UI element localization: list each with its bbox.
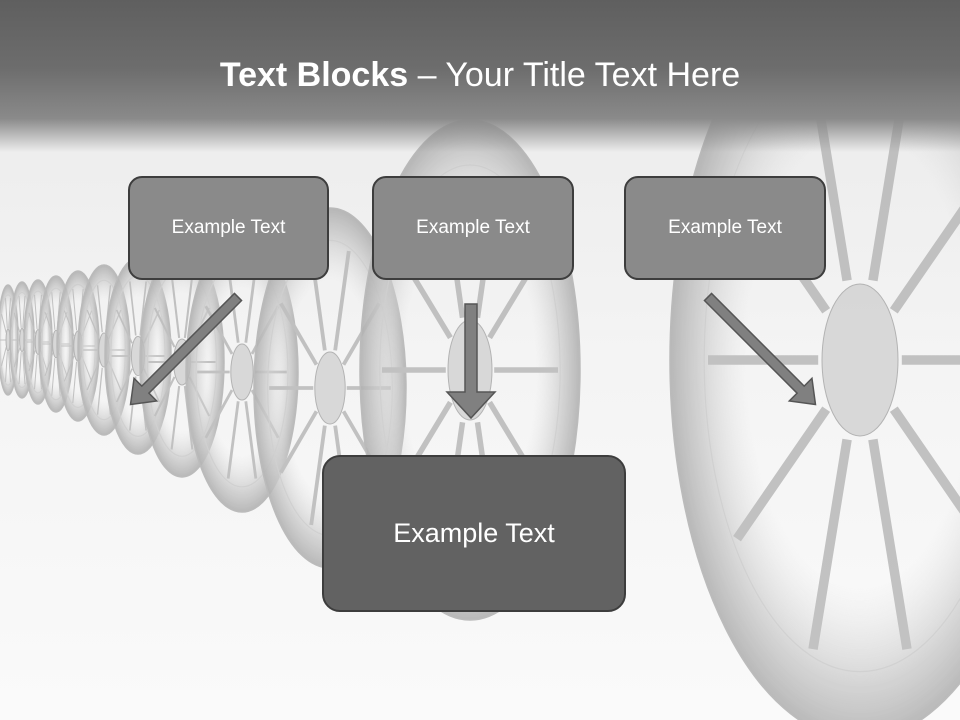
title-bar (0, 0, 960, 152)
text-block-3-label: Example Text (668, 217, 782, 238)
title-rest: – Your Title Text Here (408, 56, 741, 94)
slide-title: Text Blocks – Your Title Text Here (0, 52, 960, 98)
text-block-3[interactable]: Example Text (624, 176, 826, 280)
main-text-block[interactable]: Example Text (322, 455, 626, 612)
text-block-2-label: Example Text (416, 217, 530, 238)
arrow-down-right-icon (129, 292, 243, 406)
arrow-down-icon (445, 303, 497, 420)
title-bold: Text Blocks (219, 56, 409, 94)
text-block-1-label: Example Text (171, 217, 286, 238)
arrow-down-left-icon (703, 292, 817, 406)
text-block-2[interactable]: Example Text (372, 176, 574, 280)
text-block-1[interactable]: Example Text (128, 176, 329, 280)
main-text-block-label: Example Text (393, 518, 555, 548)
